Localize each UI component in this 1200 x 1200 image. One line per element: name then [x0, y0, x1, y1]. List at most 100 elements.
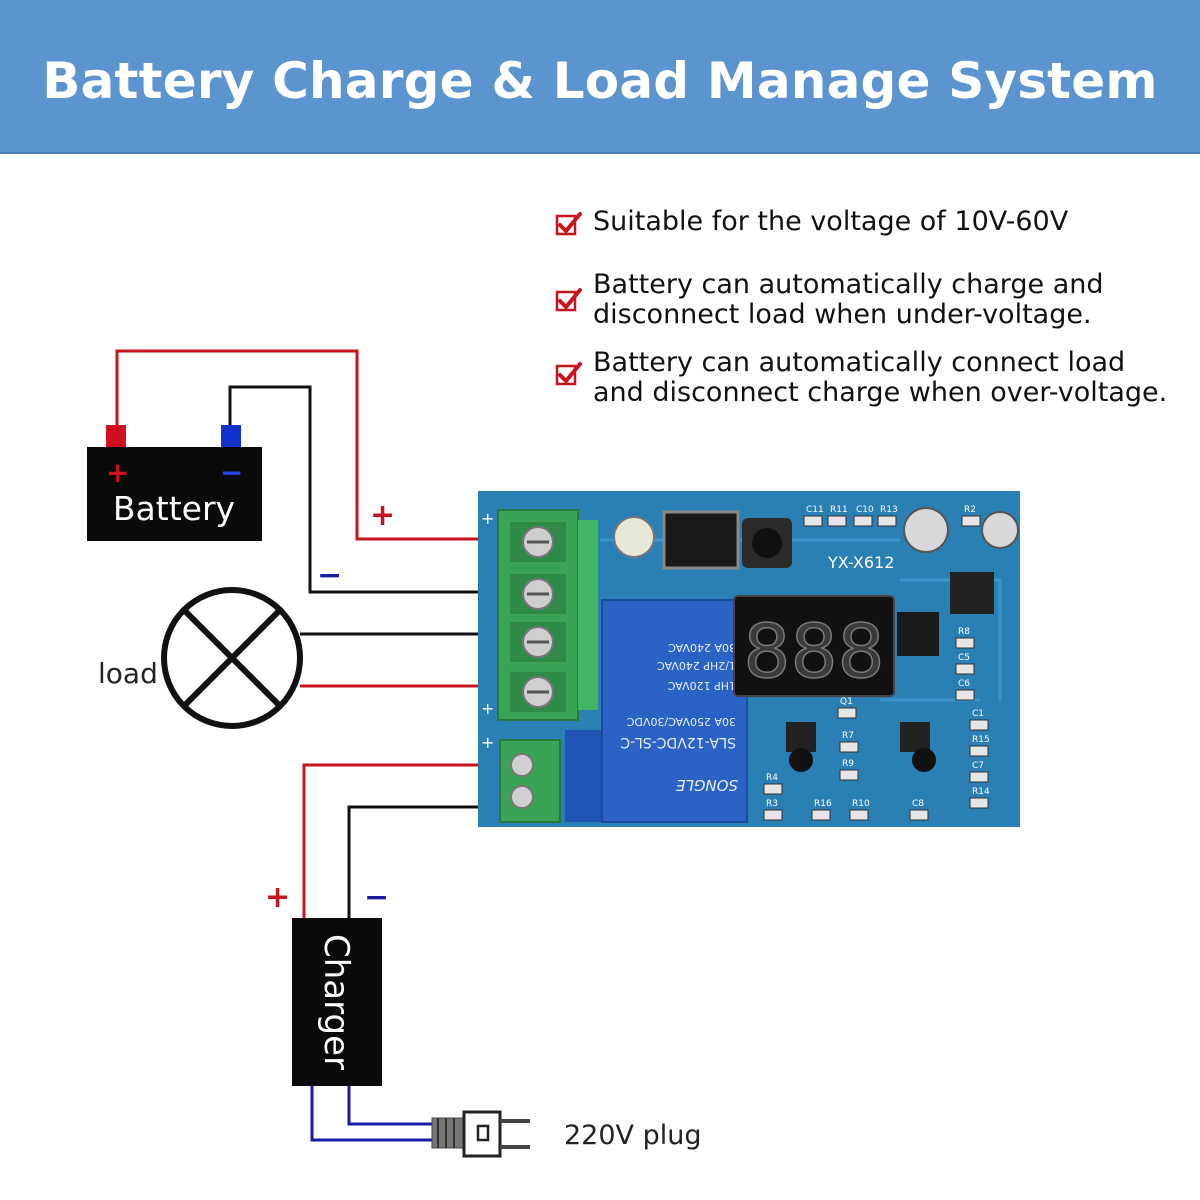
smd-label: C11 — [806, 505, 824, 515]
charger-negative-wire — [347, 805, 478, 918]
battery-positive-symbol: + — [106, 456, 129, 489]
smd-part — [853, 515, 873, 527]
smd-label: C8 — [912, 799, 924, 809]
board-negative-mark: − — [317, 558, 342, 593]
page-title: Battery Charge & Load Manage System — [42, 52, 1158, 110]
smd-label: R7 — [842, 731, 854, 741]
check-icon — [555, 288, 582, 312]
smd-label: C6 — [958, 679, 970, 689]
smd-part — [969, 797, 989, 809]
smd-label: R10 — [852, 799, 870, 809]
charger-body — [292, 918, 382, 1086]
smd-part — [763, 809, 783, 821]
plug-wire-inner — [347, 1086, 440, 1126]
load-label: load — [98, 657, 158, 690]
smd-part — [839, 769, 859, 781]
push-button-left — [786, 722, 816, 772]
battery-negative-symbol: − — [220, 456, 243, 489]
smd-part — [969, 745, 989, 757]
check-icon — [555, 362, 582, 386]
relay-brand: SONGLE — [675, 776, 738, 794]
smd-part — [909, 809, 929, 821]
smd-label: R11 — [830, 505, 848, 515]
plug-label: 220V plug — [564, 1120, 701, 1151]
relay-rating: 30A 240VAC — [668, 641, 736, 654]
smd-part — [763, 783, 783, 795]
smd-label: R15 — [972, 735, 990, 745]
smd-label: Q1 — [840, 697, 853, 707]
screw-terminal — [510, 672, 566, 712]
feature-item-over-voltage: Battery can automatically connect load a… — [555, 348, 1175, 412]
push-button-right — [900, 722, 936, 772]
charger-negative-mark: − — [364, 880, 389, 915]
smd-part — [849, 809, 869, 821]
smd-part — [811, 809, 831, 821]
svg-text:+: + — [481, 509, 494, 528]
check-icon — [555, 212, 582, 236]
capacitor — [981, 511, 1019, 549]
battery-label: Battery — [113, 489, 235, 528]
screw-terminal — [510, 574, 566, 614]
smd-label: R14 — [972, 787, 990, 797]
charger-positive-mark: + — [265, 880, 290, 915]
smd-part — [877, 515, 897, 527]
ic-chip — [897, 612, 939, 656]
smd-label: R8 — [958, 627, 970, 637]
load-lamp — [161, 587, 303, 729]
smd-part — [961, 515, 981, 527]
relay-rating: 30A 250VAC/30VDC — [626, 715, 736, 728]
smd-part — [803, 515, 823, 527]
battery-negative-terminal — [221, 425, 241, 447]
battery-positive-terminal — [106, 425, 126, 447]
plug-wire-outer — [310, 1086, 440, 1142]
board-model: YX-X612 — [827, 553, 894, 572]
relay: SONGLE SLA-12VDC-SL-C 30A 250VAC/30VDC 1… — [565, 599, 748, 823]
battery: + − Battery — [87, 425, 262, 541]
smd-part — [837, 707, 857, 719]
smd-label: R16 — [814, 799, 832, 809]
battery-positive-wire — [115, 349, 478, 541]
charge-terminal-block — [499, 739, 561, 823]
plug-icon — [431, 1110, 530, 1158]
smd-part — [969, 719, 989, 731]
capacitor — [903, 507, 949, 553]
smd-part — [955, 663, 975, 675]
display-digits: 888 — [743, 609, 884, 695]
charger-label: Charger — [316, 934, 356, 1070]
header-banner: Battery Charge & Load Manage System — [0, 0, 1200, 154]
charger-positive-wire — [302, 763, 478, 918]
smd-part — [955, 637, 975, 649]
smd-part — [969, 771, 989, 783]
smd-label: R9 — [842, 759, 854, 769]
smd-part — [827, 515, 847, 527]
relay-rating: 1HP 120VAC — [667, 679, 736, 692]
battery-body — [87, 447, 262, 541]
smd-label: R3 — [766, 799, 778, 809]
smd-part — [955, 689, 975, 701]
smd-label: C7 — [972, 761, 984, 771]
regulator-chip — [950, 572, 994, 614]
screw-terminal — [510, 522, 566, 562]
battery-negative-wire — [228, 385, 478, 594]
smd-label: C5 — [958, 653, 970, 663]
feature-item-under-voltage: Battery can automatically charge and dis… — [555, 270, 1175, 334]
svg-text:+: + — [481, 733, 494, 752]
feature-text: disconnect load when under-voltage. — [593, 299, 1092, 330]
feature-text: and disconnect charge when over-voltage. — [593, 377, 1168, 408]
smd-label: C1 — [972, 709, 984, 719]
feature-text: Battery can automatically connect load — [593, 347, 1126, 378]
smd-part — [839, 741, 859, 753]
feature-text: Battery can automatically charge and — [593, 269, 1104, 300]
smd-label: R4 — [766, 773, 778, 783]
relay-rating: 1/2HP 240VAC — [657, 659, 736, 672]
load-terminal-block — [497, 509, 598, 721]
capacitor — [613, 516, 655, 558]
smd-label: R2 — [964, 505, 976, 515]
control-board: + + + SONGLE SLA-12VDC-SL-C 30A 250VAC/3… — [478, 491, 1020, 827]
board-positive-mark: + — [370, 498, 395, 533]
relay-model: SLA-12VDC-SL-C — [620, 734, 736, 750]
smd-label: C10 — [856, 505, 874, 515]
smd-label: R13 — [880, 505, 898, 515]
led-display: 888 — [733, 595, 895, 697]
